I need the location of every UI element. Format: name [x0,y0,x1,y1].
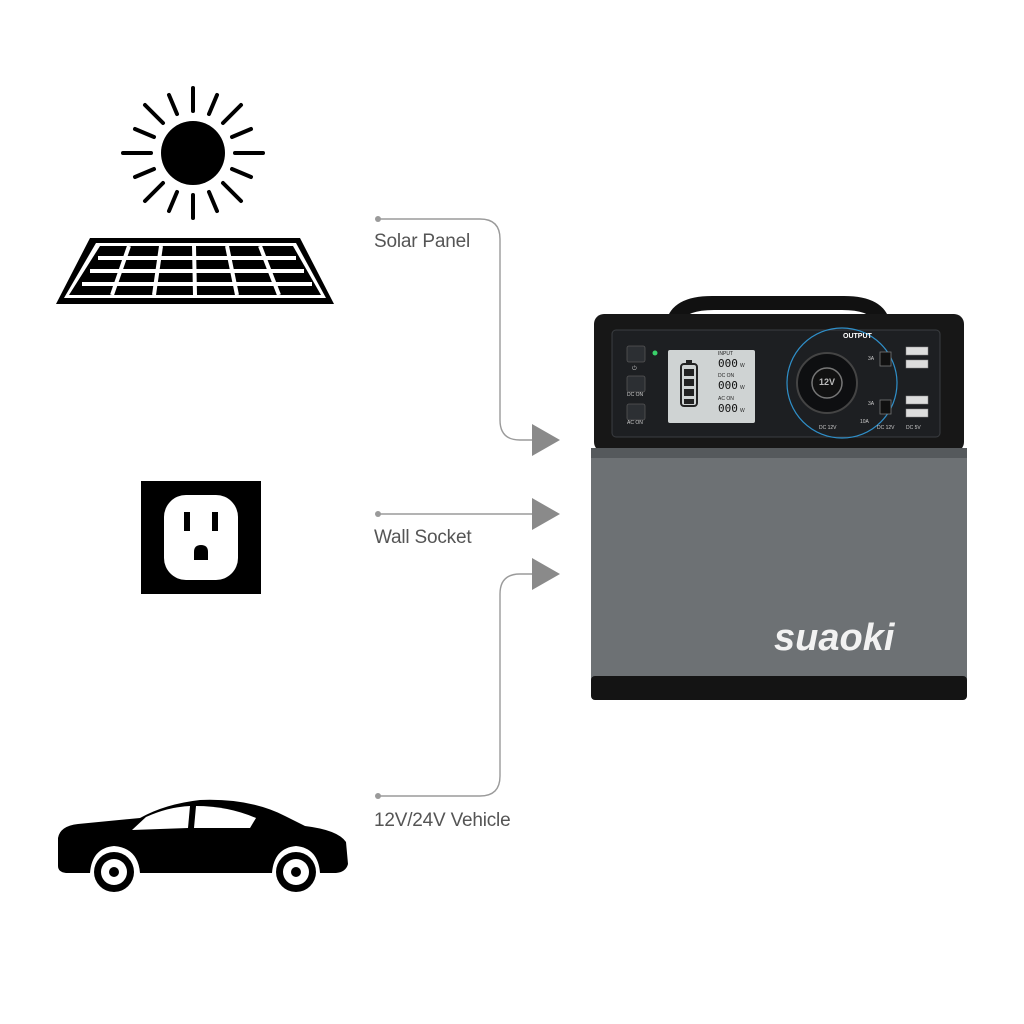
sun-icon [121,86,265,220]
lcd-ac-value: 000 [718,402,738,415]
brand-logo: suaoki [774,617,895,659]
lcd-screen [668,350,755,423]
solar-arrow [532,424,560,456]
lcd-dc-unit: W [740,385,745,391]
solar-panel-label: Solar Panel [374,231,471,252]
output-heading: OUTPUT [843,333,872,340]
vehicle-connector [375,558,560,799]
dc-on-button [626,375,646,393]
dc-socket-ring [786,327,898,439]
dc12-legend: DC 12V [877,425,895,431]
bottom-legend-dc12: DC 12V [819,425,837,431]
usb-port-bottom-1 [905,395,929,405]
lcd-input-value: 000 [718,357,738,370]
cigarette-socket [811,367,843,399]
port-top-amps: 3A [868,356,875,362]
device-body [591,448,967,682]
lcd-ac-label: AC ON [718,396,734,402]
usb-port-top-1 [905,346,929,356]
solar-connector [375,216,560,456]
svg-text:⏻: ⏻ [632,365,637,372]
vehicle-arrow [532,558,560,590]
dc5-legend: DC 5V [906,425,921,431]
ac-on-button [626,403,646,421]
control-panel [611,329,941,438]
lcd-input-unit: W [740,363,745,369]
power-station: ⏻ [591,296,967,700]
usb-port-bottom-2 [905,408,929,418]
car-icon [58,799,348,892]
lcd-input-label: INPUT [718,351,733,357]
vehicle-label: 12V/24V Vehicle [374,810,511,831]
socket-label: 12V [819,377,836,387]
wall-connector [375,498,560,530]
wall-arrow [532,498,560,530]
power-button [626,345,646,363]
lcd-ac-unit: W [740,408,745,414]
lcd-dc-value: 000 [718,379,738,392]
solar-panel-icon [56,238,334,304]
dc-port-bottom [879,399,892,415]
usb-port-top-2 [905,359,929,369]
lcd-dc-label: DC ON [718,373,735,379]
dc-on-label: DC ON [627,392,644,398]
port-bottom-amps: 3A [868,401,875,407]
wall-outlet-icon [141,481,261,594]
mid-legend: 10A [860,419,869,425]
ac-on-label: AC ON [627,420,643,426]
status-led [652,350,658,356]
carry-handle [666,296,890,322]
dc-port-top [879,351,892,367]
wall-socket-label: Wall Socket [374,527,472,548]
